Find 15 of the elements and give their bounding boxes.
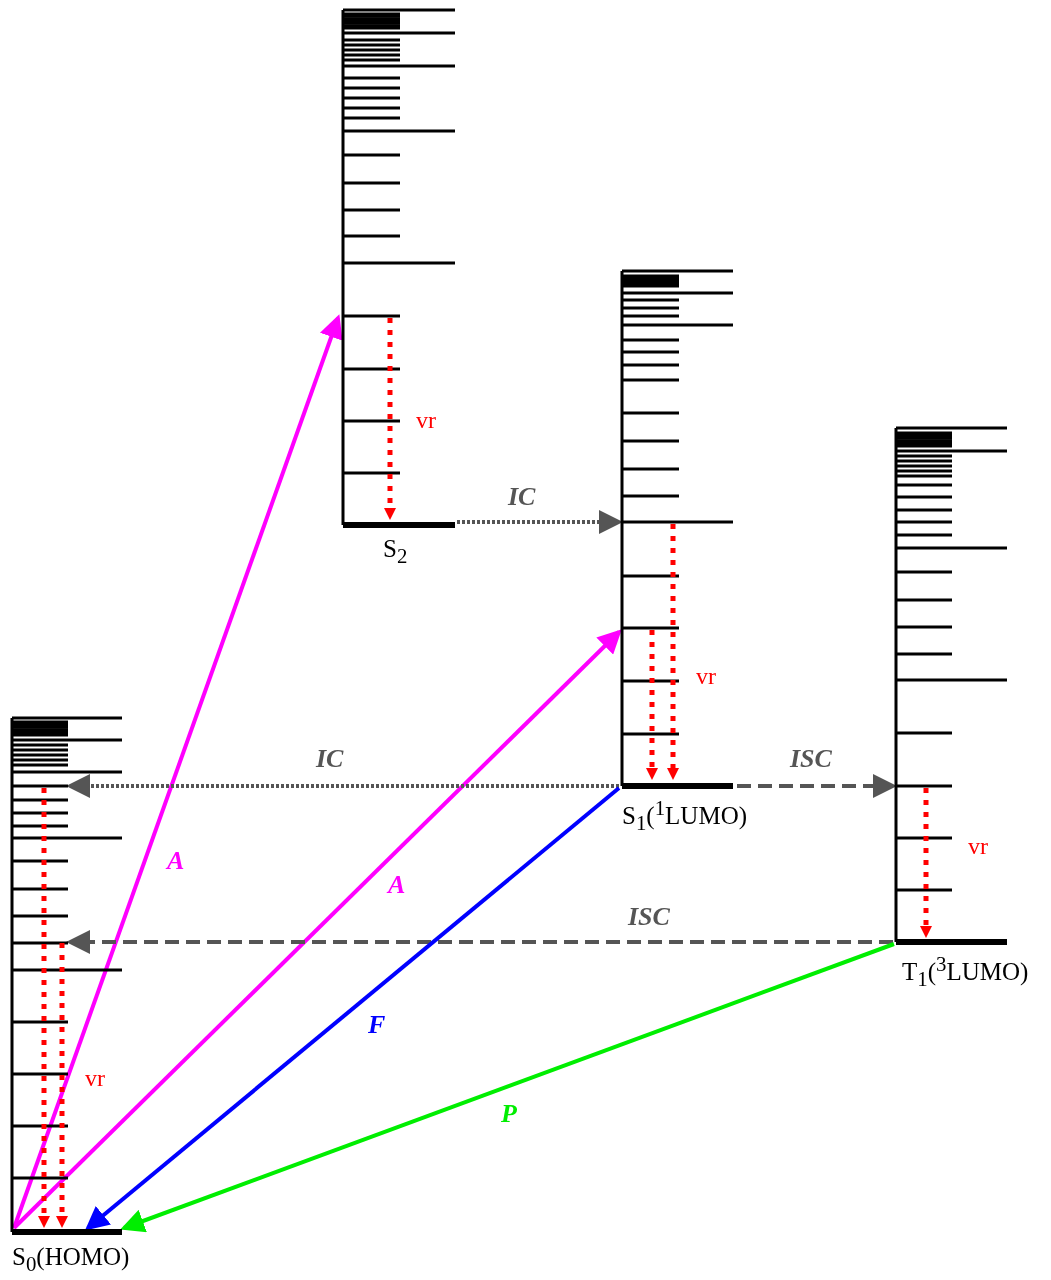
- arrow: [120, 942, 895, 1233]
- state-label: S$_{0}$(HOMO): [12, 1244, 130, 1275]
- state-label: S$_{1}$($^{1}$LUMO): [622, 798, 747, 835]
- process-label: vr: [968, 834, 988, 858]
- arrow: [12, 629, 622, 1230]
- arrow: [84, 786, 621, 1231]
- process-label: vr: [85, 1066, 105, 1090]
- state-label: T$_{1}$($^{3}$LUMO): [902, 954, 1029, 991]
- arrow: [457, 510, 623, 534]
- process-label: vr: [696, 664, 716, 688]
- arrow: [66, 774, 619, 798]
- arrow: [737, 774, 897, 798]
- arrow: [66, 930, 893, 954]
- process-label: vr: [416, 408, 436, 432]
- state-label: S$_{2}$: [383, 536, 408, 567]
